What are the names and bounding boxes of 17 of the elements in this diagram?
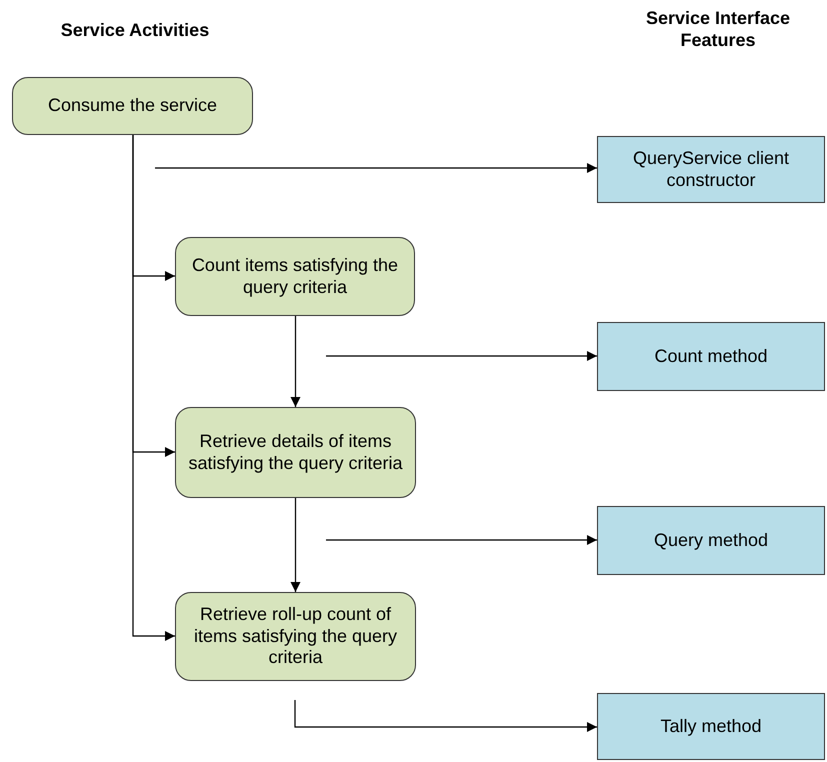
arrow — [132, 135, 175, 641]
arrow — [326, 351, 597, 361]
activity-box: Retrieve roll-up count of items satisfying the query criteria — [175, 592, 416, 681]
feature-box: Count method — [597, 322, 825, 391]
arrow — [155, 163, 597, 173]
activity-box: Count items satisfying the query criteria — [175, 237, 415, 316]
arrow — [326, 535, 597, 545]
column-heading: Service Interface Features — [644, 8, 792, 52]
activity-box: Consume the service — [12, 77, 253, 135]
activity-box: Retrieve details of items satisfying the query criteria — [175, 407, 416, 498]
arrow — [290, 498, 300, 592]
arrow — [294, 700, 597, 732]
arrow — [290, 316, 300, 407]
feature-box: Tally method — [597, 693, 825, 760]
feature-box: Query method — [597, 506, 825, 575]
feature-box: QueryService client constructor — [597, 136, 825, 203]
column-heading: Service Activities — [60, 20, 210, 42]
